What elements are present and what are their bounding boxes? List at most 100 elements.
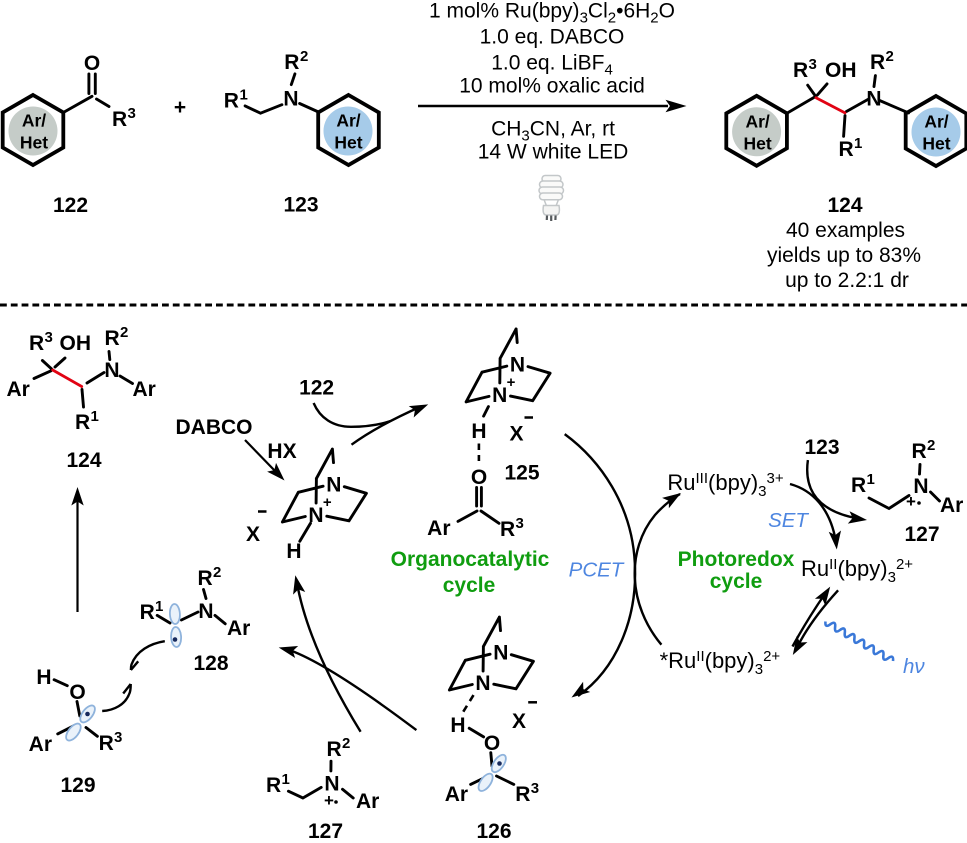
svg-text:123: 123 — [804, 436, 839, 459]
svg-text:128: 128 — [193, 652, 228, 675]
svg-text:Ar: Ar — [7, 378, 30, 401]
svg-text:O: O — [69, 681, 85, 704]
svg-text:R: R — [851, 474, 866, 497]
svg-text:cycle: cycle — [443, 574, 496, 597]
svg-text:SET: SET — [768, 509, 809, 532]
svg-text:X: X — [512, 710, 526, 733]
svg-text:N: N — [324, 773, 339, 796]
svg-text:R: R — [112, 108, 127, 131]
svg-text:2: 2 — [886, 48, 894, 65]
svg-text:hν: hν — [903, 655, 925, 678]
svg-text:+: + — [507, 374, 516, 391]
svg-text:125: 125 — [504, 462, 539, 485]
svg-text:HX: HX — [267, 440, 296, 463]
svg-text:126: 126 — [476, 820, 511, 843]
svg-text:Ar: Ar — [940, 494, 963, 517]
svg-text:127: 127 — [308, 820, 343, 843]
svg-text:14 W white LED: 14 W white LED — [478, 141, 629, 164]
svg-text:3: 3 — [531, 780, 539, 797]
svg-text:1: 1 — [240, 87, 248, 104]
svg-text:1: 1 — [854, 135, 862, 152]
svg-text:1: 1 — [282, 771, 290, 788]
svg-text:N: N — [866, 88, 881, 111]
svg-text:2: 2 — [300, 48, 308, 65]
svg-text:123: 123 — [283, 194, 318, 217]
svg-text:RuII(bpy)32+: RuII(bpy)32+ — [801, 556, 913, 586]
svg-text:CH3CN, Ar, rt: CH3CN, Ar, rt — [491, 118, 615, 145]
svg-text:Ar: Ar — [227, 617, 250, 640]
svg-text:R: R — [327, 738, 342, 761]
svg-text:+: + — [324, 791, 334, 810]
svg-text:H: H — [450, 714, 465, 737]
svg-text:2: 2 — [213, 564, 221, 581]
svg-text:O: O — [84, 52, 100, 75]
svg-text:R: R — [500, 518, 515, 541]
svg-text:X: X — [246, 523, 260, 546]
svg-text:3: 3 — [128, 105, 136, 122]
svg-text:10 mol% oxalic acid: 10 mol% oxalic acid — [459, 75, 645, 98]
svg-text:+: + — [323, 494, 332, 511]
svg-text:3: 3 — [516, 515, 524, 532]
svg-text:N: N — [283, 88, 298, 111]
svg-text:R: R — [105, 327, 120, 350]
svg-text:124: 124 — [827, 194, 862, 217]
svg-text:3: 3 — [114, 729, 122, 746]
svg-text:O: O — [471, 466, 487, 489]
svg-text:cycle: cycle — [710, 570, 763, 593]
svg-text:H: H — [36, 666, 51, 689]
svg-text:40 examples: 40 examples — [786, 219, 905, 242]
svg-text:DABCO: DABCO — [176, 416, 253, 439]
svg-text:Ar: Ar — [445, 783, 468, 806]
svg-text:R: R — [266, 774, 281, 797]
svg-text:N: N — [104, 359, 119, 382]
svg-text:R: R — [29, 332, 44, 355]
svg-text:R: R — [912, 440, 927, 463]
svg-text:2: 2 — [342, 735, 350, 752]
svg-text:O: O — [484, 732, 500, 755]
svg-text:Ar: Ar — [29, 733, 52, 756]
svg-text:R: R — [515, 783, 530, 806]
svg-text:N: N — [913, 475, 928, 498]
svg-text:1: 1 — [867, 471, 875, 488]
svg-text:PCET: PCET — [569, 559, 625, 582]
svg-text:R: R — [198, 567, 213, 590]
svg-text:Ar: Ar — [356, 790, 379, 813]
svg-text:1.0 eq. DABCO: 1.0 eq. DABCO — [480, 25, 625, 48]
svg-text:N: N — [198, 600, 213, 623]
svg-text:+: + — [906, 492, 916, 511]
svg-text:+: + — [174, 96, 186, 119]
svg-text:OH: OH — [60, 332, 92, 355]
svg-text:R: R — [75, 411, 90, 434]
svg-text:*RuII(bpy)32+: *RuII(bpy)32+ — [660, 648, 781, 678]
svg-text:H: H — [471, 420, 486, 443]
svg-text:up to 2.2:1 dr: up to 2.2:1 dr — [785, 269, 909, 292]
svg-text:RuIII(bpy)33+: RuIII(bpy)33+ — [667, 470, 783, 500]
svg-text:Photoredox: Photoredox — [678, 548, 795, 571]
svg-text:R: R — [140, 601, 155, 624]
svg-text:122: 122 — [53, 194, 88, 217]
svg-text:129: 129 — [60, 774, 95, 797]
svg-text:R: R — [870, 51, 885, 74]
svg-text:124: 124 — [66, 449, 101, 472]
svg-text:yields up to 83%: yields up to 83% — [767, 244, 921, 267]
svg-text:1.0 eq. LiBF4: 1.0 eq. LiBF4 — [491, 52, 613, 79]
svg-text:R: R — [284, 51, 299, 74]
svg-text:R: R — [839, 138, 854, 161]
svg-text:R: R — [793, 59, 808, 82]
svg-text:2: 2 — [120, 324, 128, 341]
svg-text:X: X — [509, 423, 523, 446]
svg-text:Ar: Ar — [133, 378, 156, 401]
svg-text:OH: OH — [825, 59, 857, 82]
svg-text:122: 122 — [299, 377, 334, 400]
svg-text:3: 3 — [45, 329, 53, 346]
svg-text:1: 1 — [155, 598, 163, 615]
svg-text:R: R — [99, 732, 114, 755]
svg-text:127: 127 — [904, 523, 939, 546]
svg-text:1 mol% Ru(bpy)3Cl2•6H2O: 1 mol% Ru(bpy)3Cl2•6H2O — [429, 0, 675, 27]
svg-text:Organocatalytic: Organocatalytic — [391, 548, 550, 571]
svg-text:Ar: Ar — [427, 517, 450, 540]
svg-text:R: R — [224, 90, 239, 113]
svg-text:1: 1 — [91, 408, 99, 425]
svg-text:H: H — [286, 540, 301, 563]
svg-text:3: 3 — [809, 56, 817, 73]
